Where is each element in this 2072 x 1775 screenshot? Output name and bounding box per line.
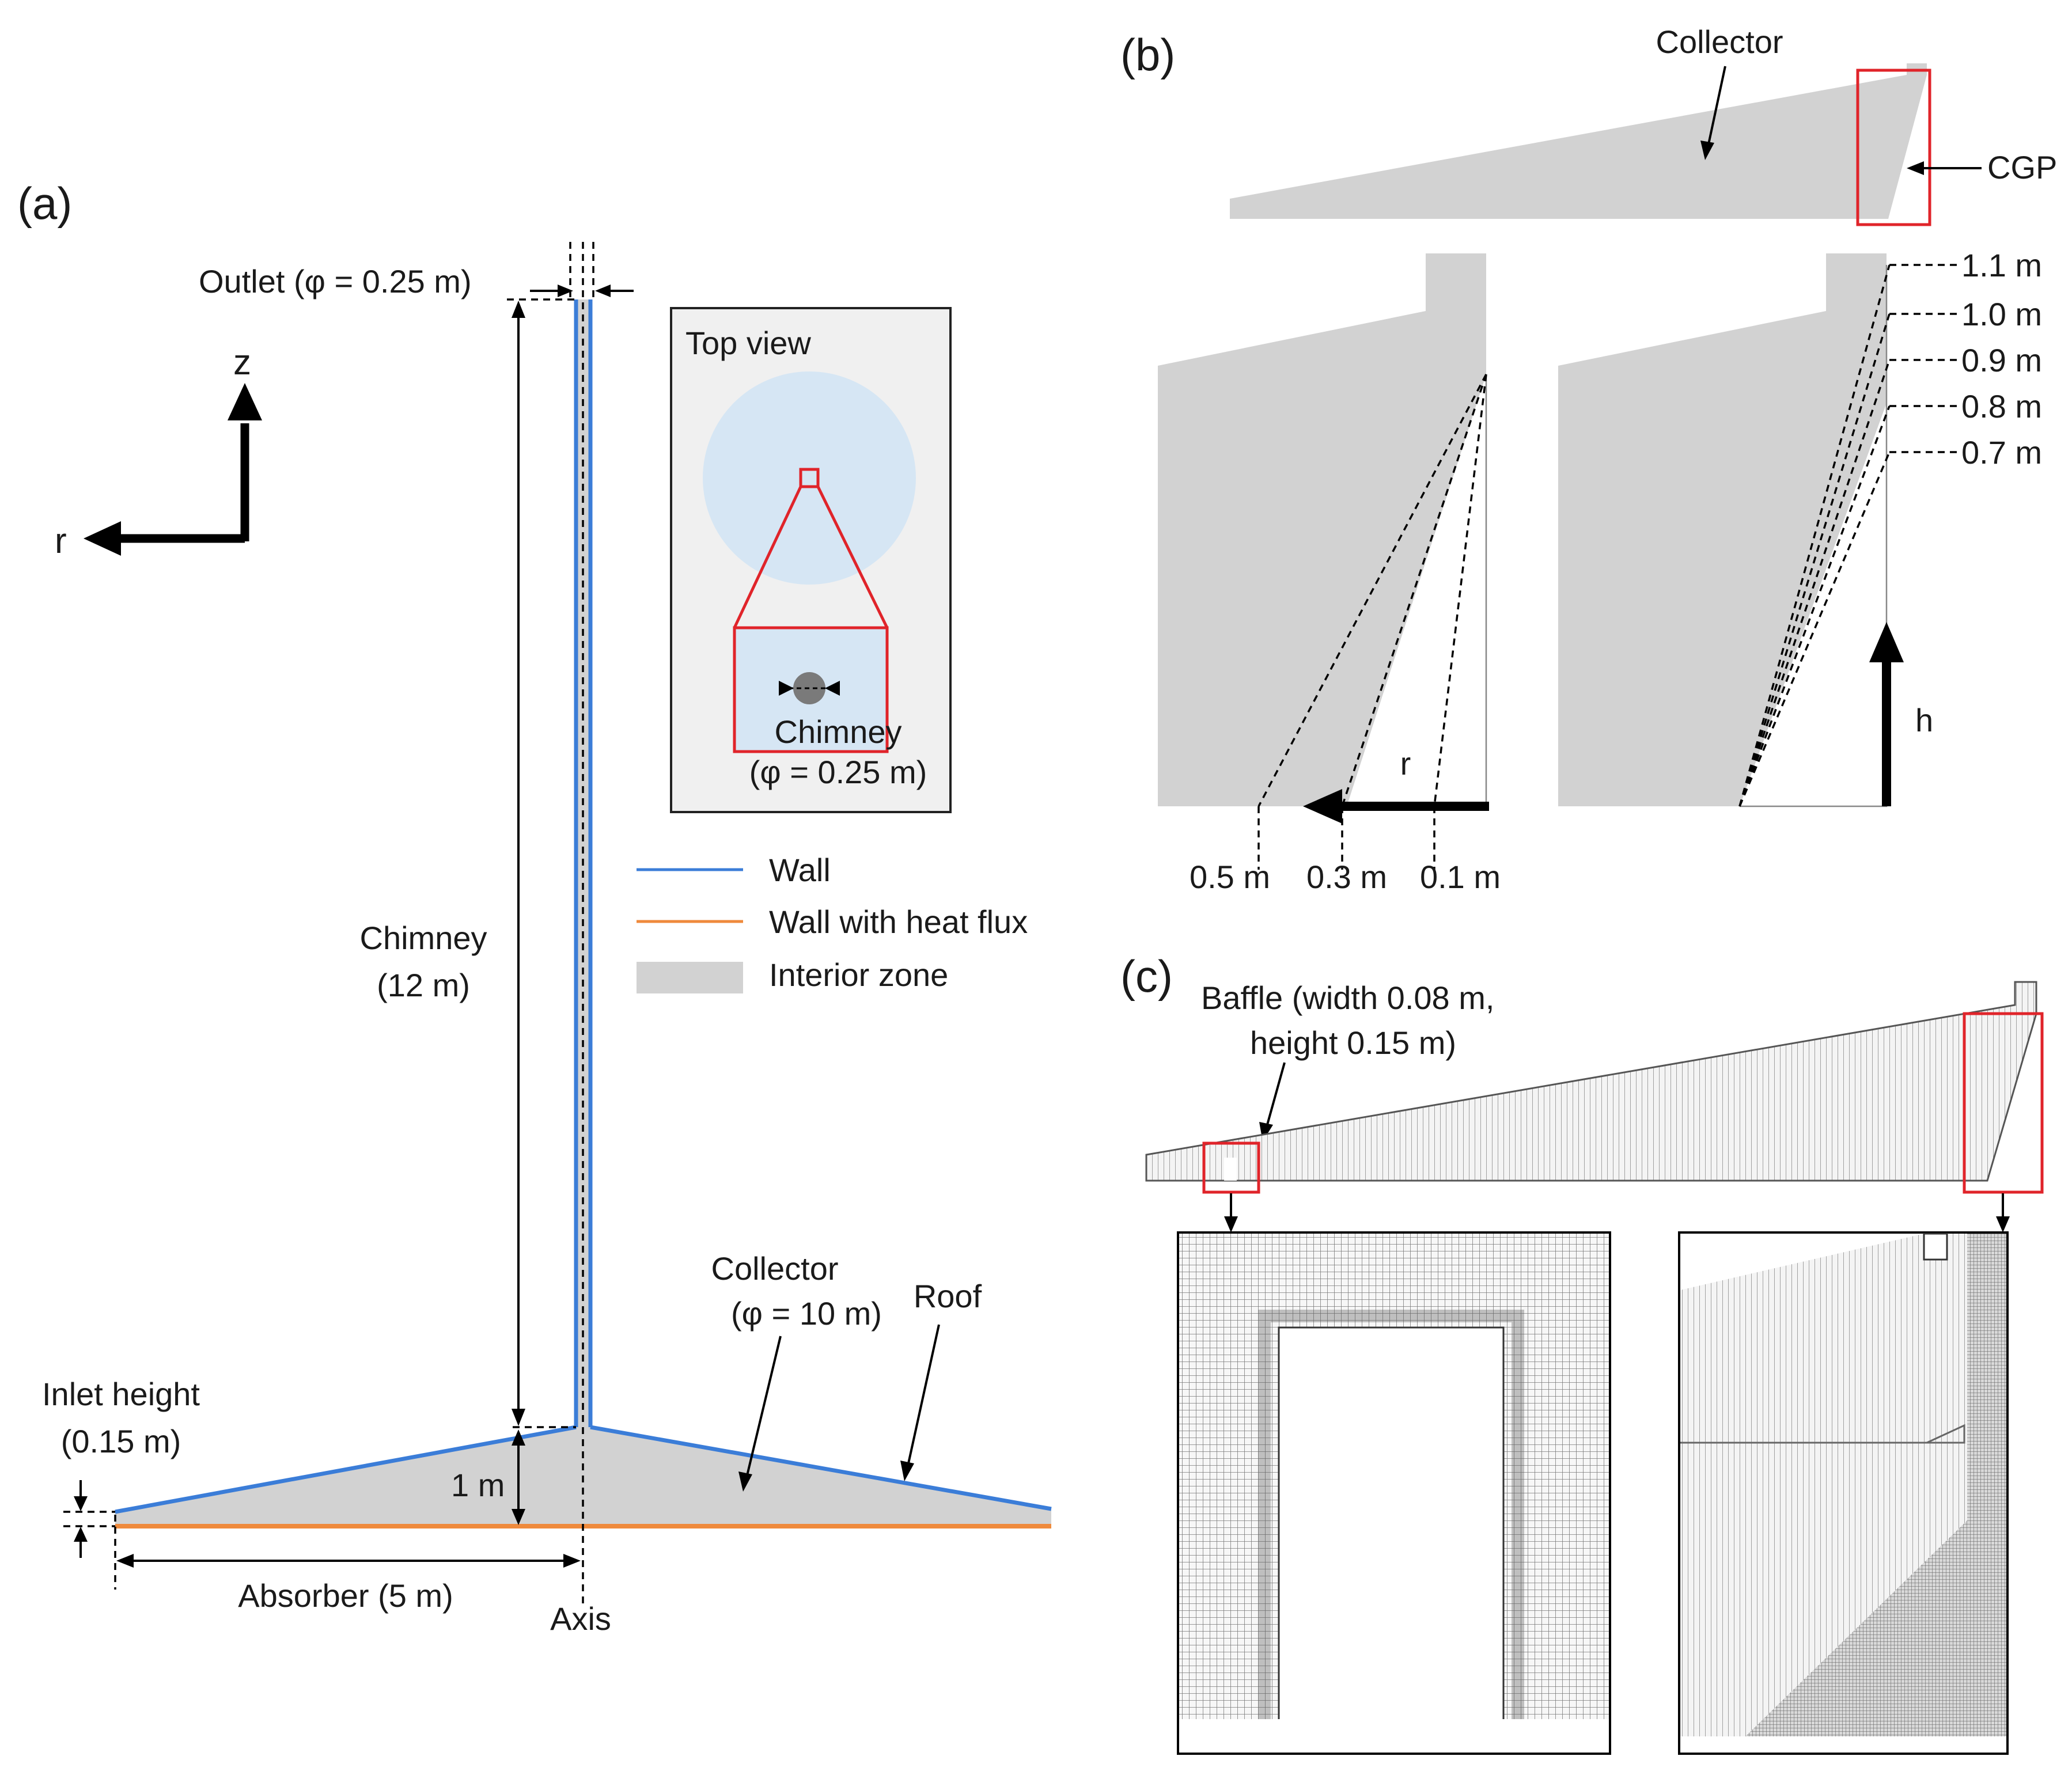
radius-label-1: 0.3 m [1306,859,1387,895]
height-label-2: 0.9 m [1961,342,2042,378]
panel-b: (b) Collector CGP r 0.5 m 0.3 m 0.1 m [1120,24,2057,895]
absorber-label: Absorber (5 m) [238,1577,453,1614]
baffle-zoom-box [1202,1141,1260,1194]
baffle-gap [1224,1158,1237,1181]
mesh-collector [1145,981,2037,1182]
cgp-mesh-zoom-box [1963,1012,2044,1194]
top-view-chimney-1: Chimney [775,714,902,750]
one-meter-label: 1 m [451,1467,505,1503]
baffle-label-1: Baffle (width 0.08 m, [1201,980,1494,1016]
z-arrow-head [228,383,262,420]
height-label-0: 1.1 m [1961,247,2042,283]
legend-swatch-zone [637,962,743,993]
top-view-title: Top view [685,325,811,361]
roof-wall-left [115,1425,577,1514]
chimney-label-2: (12 m) [377,967,470,1003]
radius-variation-view: r 0.5 m 0.3 m 0.1 m [1158,253,1501,895]
height-label-4: 0.7 m [1961,434,2042,471]
legend-label-zone: Interior zone [769,957,948,993]
height-label-1: 1.0 m [1961,296,2042,332]
r-arrow-head [84,521,121,556]
panel-c: (c) Baffle (width 0.08 m, height 0.15 m) [1120,951,2044,1755]
panel-b-label: (b) [1120,29,1175,80]
collector-label-1: Collector [711,1250,839,1287]
baffle-label-2: height 0.15 m) [1250,1025,1456,1061]
radius-label-0: 0.5 m [1190,859,1270,895]
collector-disc [703,371,916,585]
collector-top-label: Collector [1656,24,1783,60]
collector-label-2: (φ = 10 m) [731,1295,882,1332]
cgp-label: CGP [1987,149,2057,185]
z-axis-label: z [233,343,251,382]
panel-a: (a) z r Outlet (φ = 0.25 m) [17,178,1052,1637]
inlet-label-1: Inlet height [42,1376,200,1412]
axis-indicator: z r [55,343,262,561]
legend-label-wall: Wall [769,852,831,888]
top-view-chimney-2: (φ = 0.25 m) [749,754,927,790]
top-view-inset: Top view Chimney (φ = 0.25 m) [670,307,952,813]
cgp-mesh-zoom [1678,1231,2009,1755]
zoom-source-box [799,468,820,488]
baffle-mesh-zoom [1177,1231,1611,1755]
panel-c-label: (c) [1120,951,1173,1002]
radius-label-2: 0.1 m [1420,859,1501,895]
outlet-label: Outlet (φ = 0.25 m) [199,263,472,299]
r-label: r [1400,745,1411,782]
panel-a-label: (a) [17,178,72,229]
r-axis-label: r [55,521,67,561]
chimney-label-1: Chimney [360,920,487,956]
h-label: h [1915,702,1933,738]
height-variation-view: h 1.1 m 1.0 m 0.9 m 0.8 m 0.7 m [1558,247,2042,807]
roof-wall-right [590,1425,1052,1511]
collector-wedge [1230,63,1927,219]
inlet-label-2: (0.15 m) [61,1423,181,1459]
legend-label-heat: Wall with heat flux [769,904,1028,940]
legend: Wall Wall with heat flux Interior zone [637,852,1028,993]
height-label-3: 0.8 m [1961,388,2042,424]
roof-label: Roof [914,1278,982,1314]
cgp-box [1856,69,1931,226]
axis-label: Axis [550,1600,611,1637]
